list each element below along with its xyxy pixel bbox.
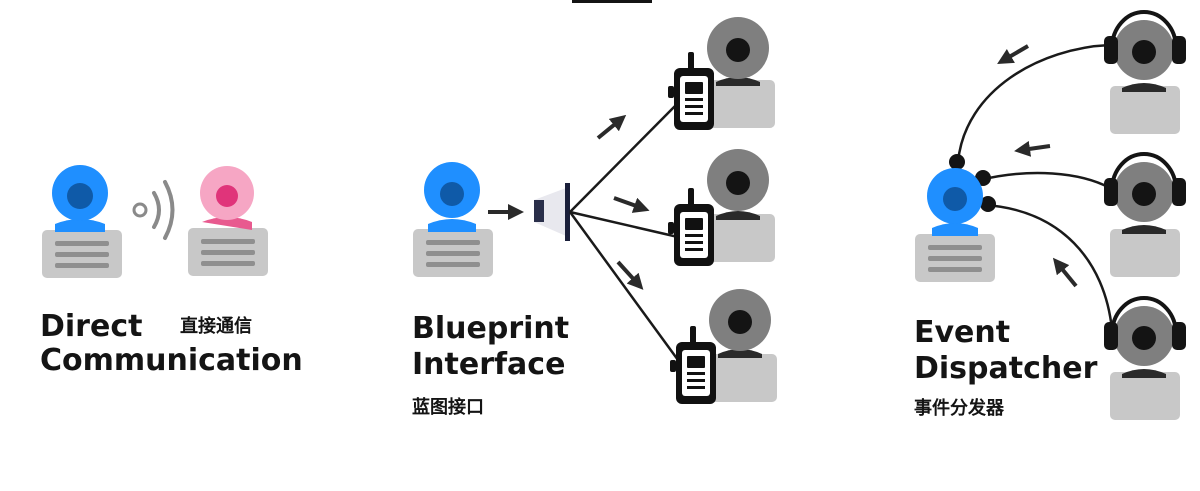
blueprint-subtitle: 蓝图接口 — [412, 396, 484, 418]
broadcast-lines — [568, 102, 680, 361]
dispatcher-subtitle: 事件分发器 — [914, 397, 1005, 419]
dispatcher-person-icon — [915, 154, 996, 282]
sender-person-icon — [42, 165, 122, 278]
walkie-talkie-icon — [668, 188, 714, 266]
event-dispatcher-section: Event Dispatcher 事件分发器 — [914, 10, 1186, 420]
sound-waves-icon — [132, 180, 175, 240]
sender-person-icon — [413, 162, 493, 277]
walkie-talkie-icon — [668, 52, 714, 130]
walkie-receiver-2 — [668, 149, 775, 266]
top-divider — [572, 0, 652, 3]
dispatcher-title-line1: Event — [914, 315, 1010, 350]
blueprint-title-line1: Blueprint — [412, 311, 569, 346]
direct-title-line2: Communication — [40, 343, 303, 378]
arrow-icon — [1014, 140, 1051, 157]
blueprint-interface-section: Blueprint Interface 蓝图接口 — [412, 17, 777, 418]
walkie-talkie-icon — [670, 326, 716, 404]
arrow-icon — [1052, 257, 1078, 288]
headphones-icon — [1104, 10, 1186, 64]
direct-subtitle: 直接通信 — [180, 315, 252, 337]
walkie-receiver-1 — [668, 17, 775, 130]
arrow-icon — [596, 114, 627, 140]
arrow-icon — [616, 260, 644, 290]
dispatcher-lines — [956, 43, 1114, 331]
arrow-icon — [997, 44, 1030, 65]
headphone-receiver-1 — [1104, 10, 1186, 134]
headphones-icon — [1104, 152, 1186, 206]
direct-communication-section: Direct Communication 直接通信 — [40, 165, 303, 378]
headphone-receiver-3 — [1104, 296, 1186, 420]
receiver-person-icon — [188, 166, 268, 276]
headphone-receiver-2 — [1104, 152, 1186, 277]
walkie-receiver-3 — [670, 289, 777, 404]
blueprint-title-line2: Interface — [412, 347, 565, 382]
arrow-icon — [613, 196, 650, 213]
direct-title-line1: Direct — [40, 309, 142, 344]
dispatcher-title-line2: Dispatcher — [914, 351, 1098, 386]
headphones-icon — [1104, 296, 1186, 350]
megaphone-icon — [534, 183, 570, 241]
